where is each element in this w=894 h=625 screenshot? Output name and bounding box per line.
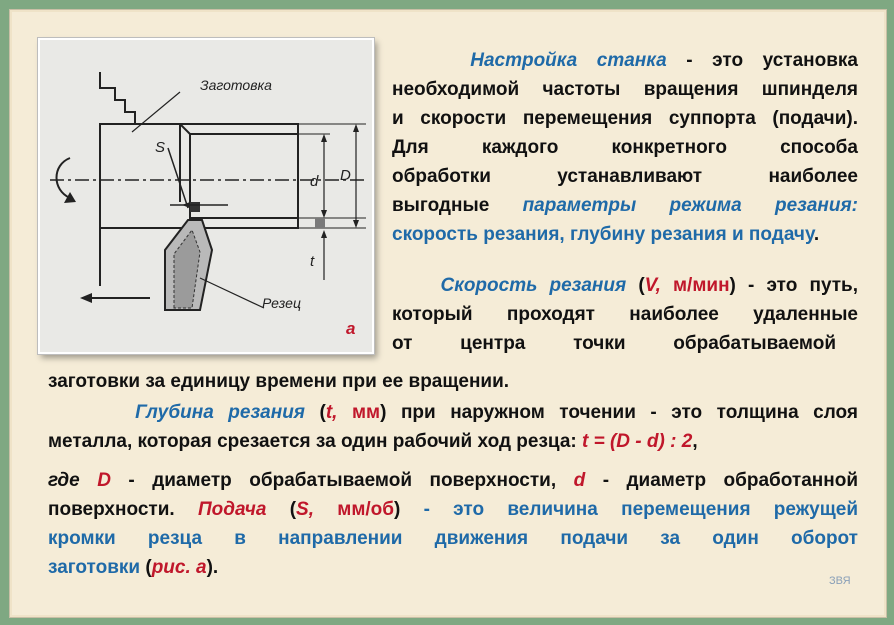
chuck-steps (99, 72, 136, 125)
p3-open: ( (319, 402, 326, 423)
s-leader (167, 147, 189, 209)
label-d: d (310, 173, 319, 190)
p3-close: ) (380, 402, 387, 423)
p3-line1-rest: при наружном точении - это толщина слоя (400, 402, 859, 423)
p4-S: S, (296, 499, 314, 520)
p2-line2: который проходят наиболее удаленные (392, 304, 858, 325)
feed-arrowhead (80, 293, 92, 303)
p2-line1: ​ Скорость резания (V, м/мин) - это путь… (392, 275, 859, 296)
p3-formula: t = (D - d) : 2 (582, 431, 693, 452)
p2-line1-rest: - это путь, (748, 275, 859, 296)
p1-line7-blue: скорость резания, глубину резания и пода… (392, 224, 814, 245)
dim-t-arrow (321, 230, 327, 238)
p4-unit: мм/об (337, 499, 394, 520)
p1-line7: скорость резания, глубину резания и пода… (392, 220, 858, 249)
p3-term: Глубина резания (135, 402, 305, 423)
label-S: S (155, 139, 165, 156)
p4-line4: заготовки (рис. а). (48, 553, 858, 582)
p1-line1: ​ Настройка станка - это установка (392, 50, 858, 71)
p4-ref: рис. а (151, 557, 207, 578)
p1-line7-end: . (813, 224, 820, 245)
p1-line3: и скорости перемещения суппорта (подачи)… (392, 108, 858, 129)
rotation-arrowhead (64, 192, 76, 203)
p2-line4: заготовки за единицу времени при ее вращ… (48, 371, 510, 392)
machined-surface (189, 133, 299, 219)
workpiece-outline (99, 123, 299, 229)
turning-diagram: Заготовка Резец S d D t а (38, 38, 374, 354)
chamfer-top (179, 123, 191, 135)
rotation-arrow (55, 157, 71, 199)
p4-line2-start: поверхности. (48, 499, 175, 520)
dim-D-arrow-bottom (353, 220, 359, 228)
p1-line4: Для каждого конкретного способа (392, 137, 858, 158)
p1-line6-start: выгодные (392, 195, 490, 216)
label-workpiece: Заготовка (200, 77, 272, 93)
cutter-insert (173, 228, 201, 309)
p2-term: Скорость резания (440, 275, 627, 296)
p4-D: D (97, 470, 111, 491)
p3-line1: ​ Глубина резания (t, мм) при наружном т… (48, 402, 859, 423)
label-cutter: Резец (262, 295, 301, 311)
p4-open: ( (289, 499, 297, 520)
p3-unit: мм (351, 402, 381, 423)
dim-d-arrow-top (321, 134, 327, 142)
label-D: D (340, 167, 351, 184)
p3-t: t, (325, 402, 338, 423)
p2-open: ( (638, 275, 645, 296)
p4-term: Подача (197, 499, 267, 520)
p4-line4-open: ( (145, 557, 152, 578)
cutter-leader (199, 277, 265, 309)
p3-line2-end: , (692, 431, 698, 452)
p4-d-desc: - диаметр обработанной (602, 470, 859, 491)
p1-line5: обработки устанавливают наиболее (392, 166, 858, 187)
p2-unit: м/мин (673, 275, 730, 296)
p4-line1: где D - диаметр обрабатываемой поверхнос… (48, 466, 858, 495)
p3-line2: металла, которая срезается за один рабоч… (48, 427, 858, 456)
p4-line2-blue: - это величина перемещения режущей (423, 499, 859, 520)
p1-line1-rest: - это установка (686, 50, 858, 71)
p4-d: d (573, 470, 586, 491)
p2-close: ) (729, 275, 736, 296)
p4-line4-blue: заготовки (48, 557, 141, 578)
p1-line6: выгодные параметры режима резания: (392, 191, 858, 220)
label-a: а (346, 319, 355, 338)
p4-D-desc: - диаметр обрабатываемой поверхности, (128, 470, 557, 491)
watermark: ЗВЯ (829, 575, 851, 587)
p2-line3: от центра точки обрабатываемой (392, 333, 836, 354)
p4-where: где (48, 470, 80, 491)
turning-diagram-drawing: Заготовка Резец S d D t а (50, 72, 366, 338)
label-t: t (310, 253, 315, 270)
p2-V: V, (644, 275, 661, 296)
p1-term: Настройка станка (470, 50, 667, 71)
p1-line2: необходимой частоты вращения шпинделя (392, 79, 858, 100)
p4-line4-close: ). (206, 557, 219, 578)
p4-line3: кромки резца в направлении движения пода… (48, 528, 858, 549)
depth-mark (315, 218, 325, 228)
dim-D-arrow-top (353, 124, 359, 132)
workpiece-leader (131, 91, 181, 133)
s-arrowhead (182, 202, 190, 208)
dim-d-arrow-bottom (321, 210, 327, 218)
p1-line6-blue: параметры режима резания: (522, 195, 858, 216)
p4-line2: поверхности. Подача (S, мм/об) - это вел… (48, 495, 858, 524)
chip-mark (190, 202, 200, 212)
p4-close: ) (394, 499, 401, 520)
p3-line2-start: металла, которая срезается за один рабоч… (48, 431, 577, 452)
